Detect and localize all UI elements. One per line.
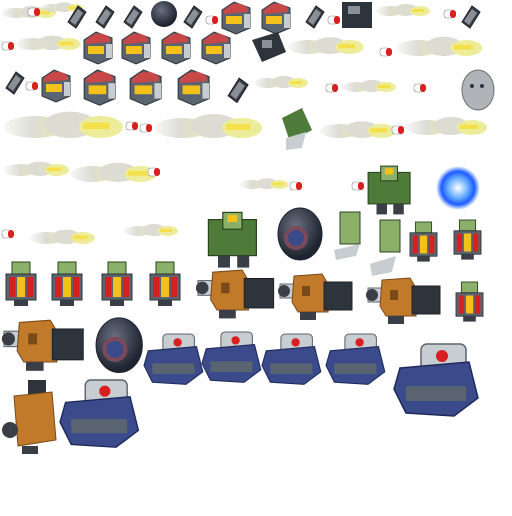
- bronze-cannon-sprite: [195, 269, 275, 319]
- red-dome-turret-sprite: [201, 31, 231, 65]
- navy-gun-sprite: [261, 333, 322, 385]
- row-6: [1, 207, 482, 276]
- row-2: [1, 31, 483, 65]
- ghost-sprite: [461, 69, 495, 111]
- red-dome-turret-sprite: [41, 69, 71, 103]
- rocket-pod-sprite: [101, 261, 133, 307]
- smoke-trail-sprite: [320, 121, 396, 138]
- red-dome-turret-sprite: [161, 31, 191, 65]
- missile-sprite: [289, 181, 303, 191]
- missile-sprite: [325, 83, 339, 93]
- bronze-cannon-sprite: [1, 319, 84, 372]
- red-dome-turret-sprite: [177, 69, 210, 106]
- red-dome-turret-sprite: [83, 31, 113, 65]
- bronze-cannon-sprite: [365, 277, 441, 325]
- bomb-sprite: [151, 1, 177, 27]
- missile-sprite: [391, 125, 405, 135]
- smoke-trail-sprite: [30, 229, 95, 244]
- smoke-trail-sprite: [406, 117, 487, 135]
- smoke-trail-sprite: [288, 37, 364, 54]
- smoke-trail-sprite: [4, 161, 69, 176]
- armor-plate-sprite: [95, 5, 115, 29]
- green-turret-sprite: [367, 165, 411, 215]
- row-5: [4, 161, 480, 215]
- pod-sprite: [277, 207, 323, 261]
- missile-sprite: [351, 181, 365, 191]
- missile-sprite: [147, 167, 161, 177]
- navy-gun-sprite: [59, 379, 140, 448]
- missile-sprite: [1, 229, 15, 239]
- smoke-trail-sprite: [396, 36, 483, 56]
- rocket-pod-sprite: [453, 219, 482, 261]
- missile-sprite: [25, 81, 39, 91]
- green-turret-sprite: [207, 211, 257, 269]
- bronze-cannon-sprite: [2, 380, 57, 454]
- plasma-orb-sprite: [436, 166, 480, 210]
- missile-sprite: [205, 15, 219, 25]
- row-1: [2, 1, 481, 35]
- red-dome-turret-sprite: [221, 1, 251, 35]
- armor-plate-sprite: [461, 5, 481, 29]
- smoke-trail-sprite: [342, 80, 396, 92]
- red-dome-turret-sprite: [129, 69, 162, 106]
- rocket-pod-sprite: [5, 261, 37, 307]
- black-cannon-sprite: [252, 32, 286, 62]
- missile-sprite: [125, 121, 139, 131]
- navy-gun-sprite: [325, 333, 386, 385]
- navy-gun-sprite: [143, 333, 204, 385]
- navy-gun-sprite: [201, 331, 262, 383]
- smoke-trail-sprite: [4, 111, 123, 138]
- rocket-pod-sprite: [370, 219, 401, 276]
- rocket-pod-sprite: [149, 261, 181, 307]
- armor-plate-sprite: [227, 77, 249, 103]
- smoke-trail-sprite: [70, 162, 157, 182]
- bronze-cannon-sprite: [277, 273, 353, 321]
- rocket-pod-sprite: [455, 281, 484, 323]
- armor-plate-sprite: [183, 5, 203, 29]
- rocket-pod-sprite: [51, 261, 83, 307]
- row-9: [2, 379, 140, 454]
- missile-sprite: [327, 15, 341, 25]
- green-wreck-sprite: [282, 108, 312, 150]
- pod-sprite: [95, 317, 143, 374]
- navy-gun-sprite: [393, 343, 479, 417]
- missile-sprite: [27, 7, 41, 17]
- row-3: [5, 69, 495, 111]
- smoke-trail-sprite: [154, 114, 262, 138]
- row-4: [4, 108, 487, 150]
- smoke-trail-sprite: [376, 4, 430, 16]
- rocket-pod-sprite: [334, 211, 361, 260]
- smoke-trail-sprite: [254, 76, 308, 88]
- smoke-trail-sprite: [240, 178, 289, 189]
- black-cannon-sprite: [342, 2, 372, 28]
- missile-sprite: [1, 41, 15, 51]
- smoke-trail-sprite: [16, 35, 81, 50]
- missile-sprite: [413, 83, 427, 93]
- missile-sprite: [139, 123, 153, 133]
- red-dome-turret-sprite: [261, 1, 291, 35]
- armor-plate-sprite: [123, 5, 143, 29]
- missile-sprite: [443, 9, 457, 19]
- red-dome-turret-sprite: [83, 69, 116, 106]
- missile-sprite: [379, 47, 393, 57]
- red-dome-turret-sprite: [121, 31, 151, 65]
- armor-plate-sprite: [305, 5, 325, 29]
- row-7: [5, 261, 484, 325]
- smoke-trail-sprite: [124, 224, 178, 236]
- armor-plate-sprite: [5, 71, 25, 95]
- rocket-pod-sprite: [409, 221, 438, 263]
